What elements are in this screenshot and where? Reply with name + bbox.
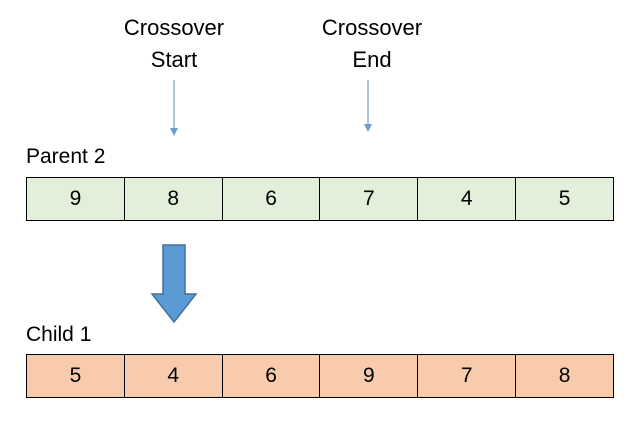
child-1-gene-cell: 8 <box>515 354 614 398</box>
parent-2-gene-cell: 7 <box>319 177 419 221</box>
child-1-gene-cell: 4 <box>123 354 223 398</box>
crossover-start-label: Crossover Start <box>94 12 254 76</box>
crossover-start-arrow-icon <box>170 80 178 136</box>
parent-2-gene-cell: 6 <box>221 177 321 221</box>
crossover-end-label-line1: Crossover <box>321 15 423 40</box>
parent-2-gene-cell: 5 <box>515 177 614 221</box>
child-1-gene-cell: 7 <box>417 354 517 398</box>
parent-2-gene-cell: 9 <box>26 177 125 221</box>
child-1-label: Child 1 <box>26 323 92 346</box>
crossover-end-label-line2: End <box>352 47 392 72</box>
crossover-end-arrow-icon <box>364 80 372 132</box>
crossover-end-label: Crossover End <box>292 12 452 76</box>
child-1-gene-cell: 5 <box>26 354 125 398</box>
parent-2-gene-row: 9 8 6 7 4 5 <box>26 177 614 221</box>
parent-2-gene-cell: 8 <box>123 177 223 221</box>
down-arrow-icon <box>150 244 198 324</box>
child-1-gene-cell: 9 <box>319 354 419 398</box>
parent-2-label: Parent 2 <box>26 145 106 168</box>
child-1-gene-row: 5 4 6 9 7 8 <box>26 354 614 398</box>
child-1-gene-cell: 6 <box>221 354 321 398</box>
crossover-start-label-line1: Crossover <box>123 15 225 40</box>
parent-2-gene-cell: 4 <box>417 177 517 221</box>
crossover-start-label-line2: Start <box>150 47 198 72</box>
